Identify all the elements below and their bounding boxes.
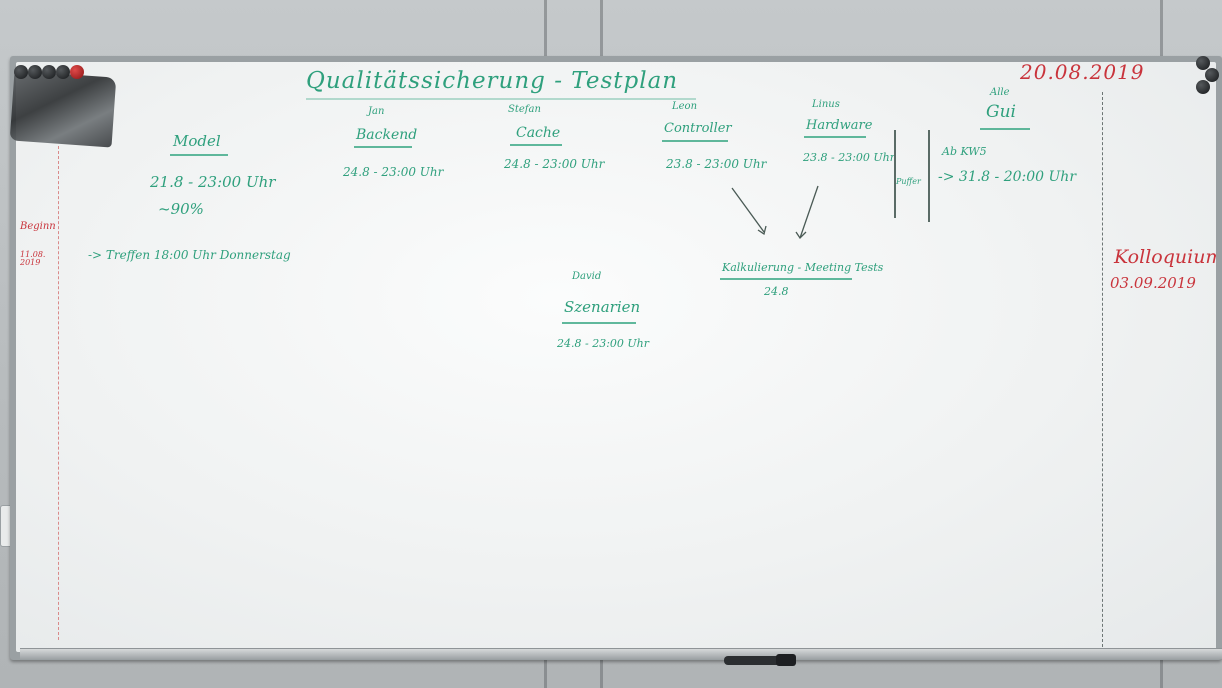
column-deadline: 24.8 - 23:00 Uhr xyxy=(343,165,444,179)
board-date: 20.08.2019 xyxy=(1020,62,1145,84)
magnet-icon xyxy=(28,65,42,79)
arrow-head-left xyxy=(757,225,767,236)
merge-arrows xyxy=(731,185,819,240)
merge-underline xyxy=(720,278,852,280)
column-person: Jan xyxy=(368,106,385,117)
column-topic: Hardware xyxy=(806,118,873,133)
kolloquium-label: Kolloquium xyxy=(1114,246,1216,268)
scenario-deadline: 24.8 - 23:00 Uhr xyxy=(557,337,650,350)
topic-underline xyxy=(170,154,228,156)
magnet-icon xyxy=(42,65,56,79)
meeting-note: -> Treffen 18:00 Uhr Donnerstag xyxy=(88,248,291,262)
magnet-icon xyxy=(1205,68,1219,82)
column-deadline: 23.8 - 23:00 Uhr xyxy=(666,157,767,171)
merge-label: Kalkulierung - Meeting Tests xyxy=(722,261,884,274)
arrow-line-right xyxy=(799,185,819,239)
whiteboard: Qualitätssicherung - Testplan 20.08.2019… xyxy=(16,62,1216,652)
marker-pen xyxy=(724,656,796,665)
buffer-label: Puffer xyxy=(896,177,921,186)
kolloquium-date: 03.09.2019 xyxy=(1110,274,1196,292)
topic-underline xyxy=(510,144,562,146)
start-boundary-line xyxy=(58,146,59,640)
scenario-topic: Szenarien xyxy=(564,298,641,316)
column-topic: Model xyxy=(173,132,221,150)
end-boundary-line xyxy=(1102,92,1103,652)
eraser-cloth xyxy=(9,70,117,148)
buffer-line xyxy=(928,130,930,222)
column-note: Ab KW5 xyxy=(942,145,987,158)
column-topic: Controller xyxy=(664,121,732,136)
topic-underline xyxy=(804,136,866,138)
column-topic: Backend xyxy=(356,127,418,143)
column-note: ~90% xyxy=(158,200,204,218)
magnet-icon xyxy=(1196,56,1210,70)
magnet-icon xyxy=(1196,80,1210,94)
arrow-head-right xyxy=(795,231,807,240)
buffer-line xyxy=(894,130,896,218)
topic-underline xyxy=(980,128,1030,130)
scenario-underline xyxy=(562,322,636,324)
marker-tray xyxy=(20,648,1222,659)
magnet-icon xyxy=(14,65,28,79)
column-deadline: 24.8 - 23:00 Uhr xyxy=(504,157,605,171)
begin-label: Beginn xyxy=(20,221,56,232)
column-deadline: 23.8 - 23:00 Uhr xyxy=(803,151,896,164)
marker-cap xyxy=(776,654,796,666)
magnet-icon xyxy=(56,65,70,79)
merge-date: 24.8 xyxy=(764,285,789,298)
column-person: Linus xyxy=(812,99,840,110)
magnet-icon xyxy=(70,65,84,79)
board-title: Qualitätssicherung - Testplan xyxy=(306,68,679,94)
topic-underline xyxy=(662,140,728,142)
column-deadline: 21.8 - 23:00 Uhr xyxy=(150,173,276,191)
begin-date: 11.08. 2019 xyxy=(20,250,46,267)
column-person: Alle xyxy=(990,87,1010,98)
title-underline xyxy=(306,98,696,100)
topic-underline xyxy=(354,146,412,148)
column-person: Leon xyxy=(672,101,698,112)
scenario-person: David xyxy=(572,271,602,282)
column-deadline: -> 31.8 - 20:00 Uhr xyxy=(938,169,1077,185)
arrow-line-left xyxy=(731,187,765,233)
column-person: Stefan xyxy=(508,104,541,115)
column-topic: Gui xyxy=(986,102,1016,122)
column-topic: Cache xyxy=(516,125,561,141)
